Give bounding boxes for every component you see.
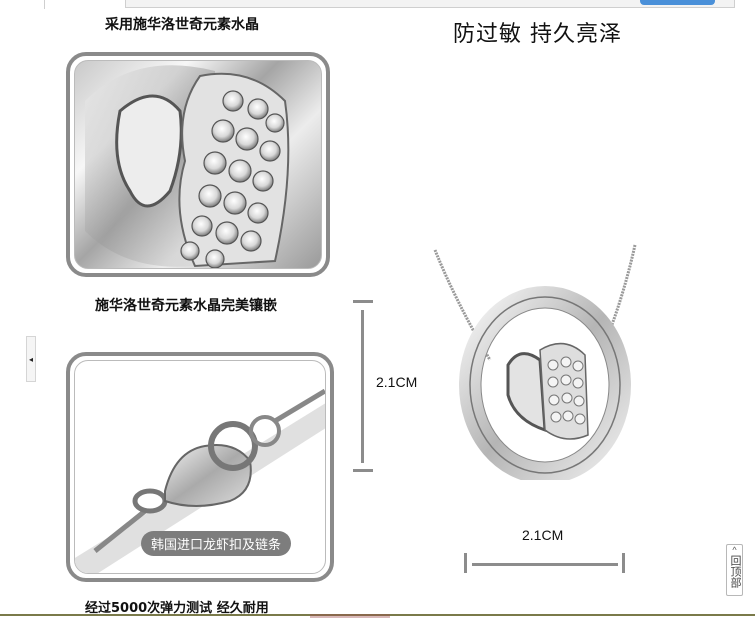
caption-hypoallergenic: 防过敏 持久亮泽 — [453, 22, 622, 47]
clasp-closeup-inner: 韩国进口龙虾扣及链条 — [74, 360, 326, 574]
bottom-accent-strip — [310, 614, 390, 618]
caret-left-icon: ◂ — [28, 354, 33, 364]
crystal-closeup-image — [66, 52, 330, 277]
width-dimension-line — [472, 563, 618, 566]
chevron-up-icon: ^ — [732, 545, 737, 555]
caption-perfect-inlay: 施华洛世奇元素水晶完美镶嵌 — [95, 298, 277, 314]
height-dimension-line — [361, 310, 364, 463]
search-bar-edge[interactable] — [125, 0, 735, 8]
search-button-edge[interactable] — [640, 0, 715, 5]
bottom-divider — [0, 614, 755, 616]
caption-crystal-element: 采用施华洛世奇元素水晶 — [105, 17, 259, 33]
caption-durability: 经过5000次弹力测试 经久耐用 — [85, 601, 269, 616]
crystal-closeup-inner — [74, 60, 322, 269]
clasp-label-pill: 韩国进口龙虾扣及链条 — [141, 531, 292, 556]
lobster-clasp-illustration — [75, 388, 325, 573]
pendant-product-image — [433, 244, 637, 480]
height-dimension-cap-top — [353, 300, 373, 303]
heart-crystal-illustration — [85, 65, 290, 268]
back-to-top-button[interactable]: ^ 回顶部 — [726, 544, 743, 596]
width-dimension-cap-left — [464, 553, 467, 573]
top-divider — [44, 0, 45, 9]
height-dimension-label: 2.1CM — [376, 374, 418, 390]
clasp-closeup-image: 韩国进口龙虾扣及链条 — [66, 352, 334, 582]
width-dimension-cap-right — [622, 553, 625, 573]
sidebar-collapse-tab[interactable]: ◂ — [26, 336, 36, 382]
height-dimension-cap-bottom — [353, 469, 373, 472]
back-to-top-label: 回顶部 — [729, 555, 741, 588]
width-dimension-label: 2.1CM — [522, 527, 564, 543]
